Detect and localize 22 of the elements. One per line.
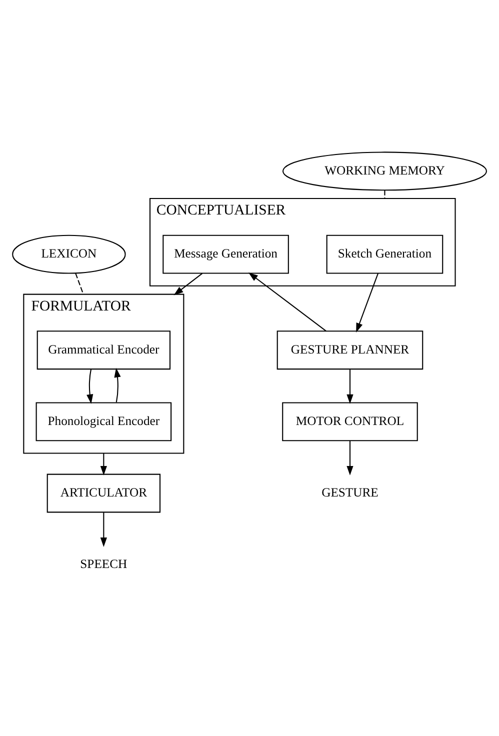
node-box: ARTICULATOR: [46, 474, 161, 513]
arrow: [248, 272, 326, 332]
arrow: [100, 512, 107, 548]
arrow: [100, 453, 107, 476]
node-box: Phonological Encoder: [36, 402, 172, 442]
node-text: GESTURE: [322, 486, 378, 500]
node-box: GESTURE PLANNER: [276, 330, 424, 370]
node-box: Sketch Generation: [326, 234, 444, 274]
node-box: Grammatical Encoder: [36, 330, 171, 370]
arrow: [346, 369, 354, 404]
node-ellipse: WORKING MEMORY: [282, 152, 488, 191]
arrow: [174, 273, 203, 296]
arrow: [86, 369, 94, 404]
node-box: Message Generation: [162, 234, 289, 274]
connector: [384, 190, 386, 199]
arrow: [114, 368, 121, 402]
node-box: MOTOR CONTROL: [282, 402, 418, 442]
node-text: SPEECH: [80, 557, 128, 572]
arrow: [356, 273, 379, 333]
arrow: [346, 441, 354, 476]
connector: [75, 273, 84, 294]
node-ellipse: LEXICON: [12, 234, 126, 274]
